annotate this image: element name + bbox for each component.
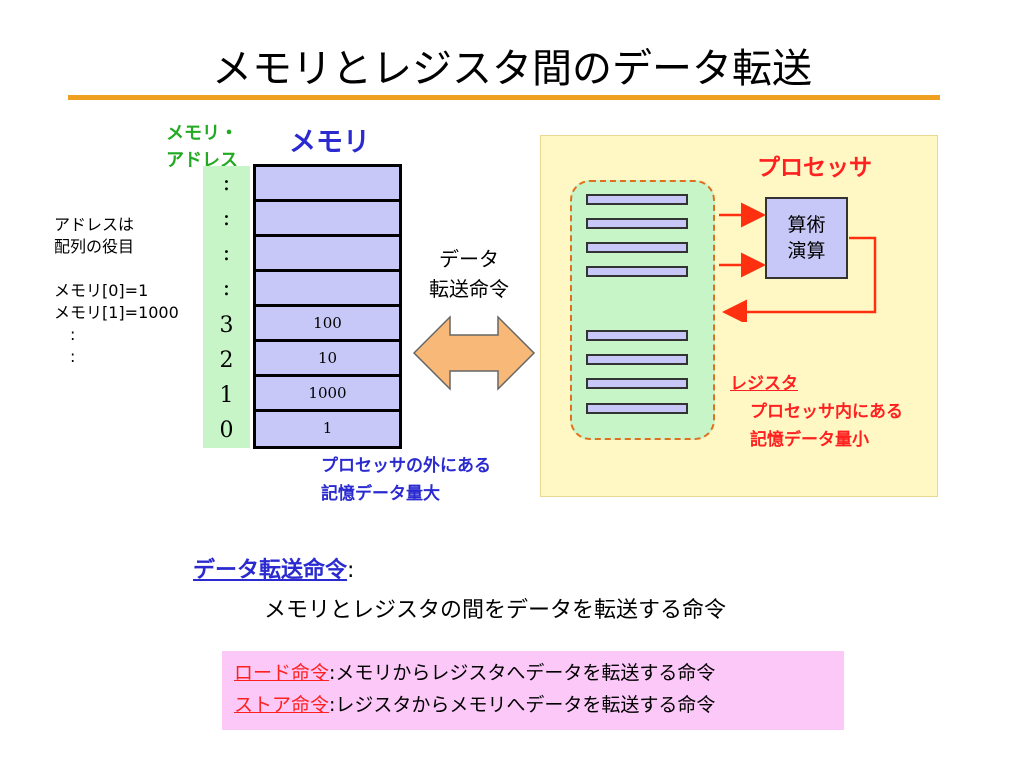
address-cell: : [222, 241, 231, 266]
alu-label-line2: 演算 [787, 240, 826, 262]
address-cell: : [222, 276, 231, 301]
memory-cell: 1 [256, 412, 399, 446]
register-label: レジスタ [730, 374, 798, 394]
array-note-line: メモリ[0]=1 [54, 281, 149, 300]
array-notes: アドレスは 配列の役目 メモリ[0]=1 メモリ[1]=1000 : : [54, 214, 179, 368]
array-note-line: : [54, 325, 76, 344]
register [586, 242, 688, 253]
memory-cell: 10 [256, 342, 399, 374]
register [586, 354, 688, 365]
address-cell: : [222, 171, 231, 196]
memory-note: プロセッサの外にある 記憶データ量大 [321, 452, 491, 508]
array-note-line: : [54, 347, 76, 366]
array-note-line [54, 258, 179, 280]
memory-note-line2: 記憶データ量大 [321, 484, 440, 504]
command-box: ロード命令:メモリからレジスタへデータを転送する命令 ストア命令:レジスタからメ… [222, 651, 844, 730]
memory-cell: 100 [256, 307, 399, 339]
memory-address-label: メモリ・ アドレス [166, 120, 238, 174]
command-row-load: ロード命令:メモリからレジスタへデータを転送する命令 [234, 657, 844, 689]
memory-cell [256, 272, 399, 304]
memory-cell [256, 167, 399, 199]
memory-address-label-line2: アドレス [166, 150, 238, 171]
array-note-line: 配列の役目 [54, 237, 135, 256]
address-cell: 3 [219, 313, 234, 338]
register [586, 330, 688, 341]
memory-cell [256, 202, 399, 234]
register [586, 378, 688, 389]
definition-text: メモリとレジスタの間をデータを転送する命令 [264, 598, 727, 623]
register-note: レジスタ プロセッサ内にある 記憶データ量小 [730, 370, 903, 454]
page-title: メモリとレジスタ間のデータ転送 [212, 46, 812, 92]
double-arrow-icon [412, 315, 536, 391]
alu-flow-arrows-icon [719, 202, 877, 322]
store-command-name: ストア命令 [234, 694, 330, 716]
transfer-label-line2: 転送命令 [429, 277, 509, 301]
address-cell: 1 [219, 383, 234, 408]
register [586, 218, 688, 229]
memory-cell [256, 237, 399, 269]
title-divider [68, 95, 940, 100]
memory-address-label-line1: メモリ・ [166, 123, 238, 144]
alu-label-line1: 算術 [787, 214, 826, 236]
address-cell: : [222, 206, 231, 231]
memory-note-line1: プロセッサの外にある [321, 456, 491, 476]
address-cell: 2 [219, 348, 234, 373]
definition-term-text: データ転送命令 [193, 558, 348, 583]
processor-title: プロセッサ [757, 155, 872, 181]
register [586, 403, 688, 414]
command-row-store: ストア命令:レジスタからメモリへデータを転送する命令 [234, 689, 844, 721]
load-command-desc: :メモリからレジスタへデータを転送する命令 [329, 662, 716, 684]
alu-box: 算術 演算 [765, 197, 848, 279]
register [586, 194, 688, 205]
transfer-label-line1: データ [439, 247, 499, 271]
memory-label: メモリ [289, 127, 370, 158]
memory-cell: 1000 [256, 377, 399, 409]
array-note-line: メモリ[1]=1000 [54, 303, 179, 322]
load-command-name: ロード命令 [234, 662, 330, 684]
register [586, 266, 688, 277]
register-note-line2: 記憶データ量小 [750, 430, 869, 450]
memory-table: 100 10 1000 1 [253, 164, 402, 449]
address-column: : : : : 3 2 1 0 [203, 166, 250, 448]
transfer-label: データ 転送命令 [404, 244, 534, 304]
store-command-desc: :レジスタからメモリへデータを転送する命令 [329, 694, 716, 716]
definition-term: データ転送命令: [193, 552, 354, 584]
definition-colon: : [347, 558, 355, 583]
address-cell: 0 [219, 418, 234, 443]
register-note-line1: プロセッサ内にある [750, 402, 903, 422]
array-note-line: アドレスは [54, 215, 135, 234]
